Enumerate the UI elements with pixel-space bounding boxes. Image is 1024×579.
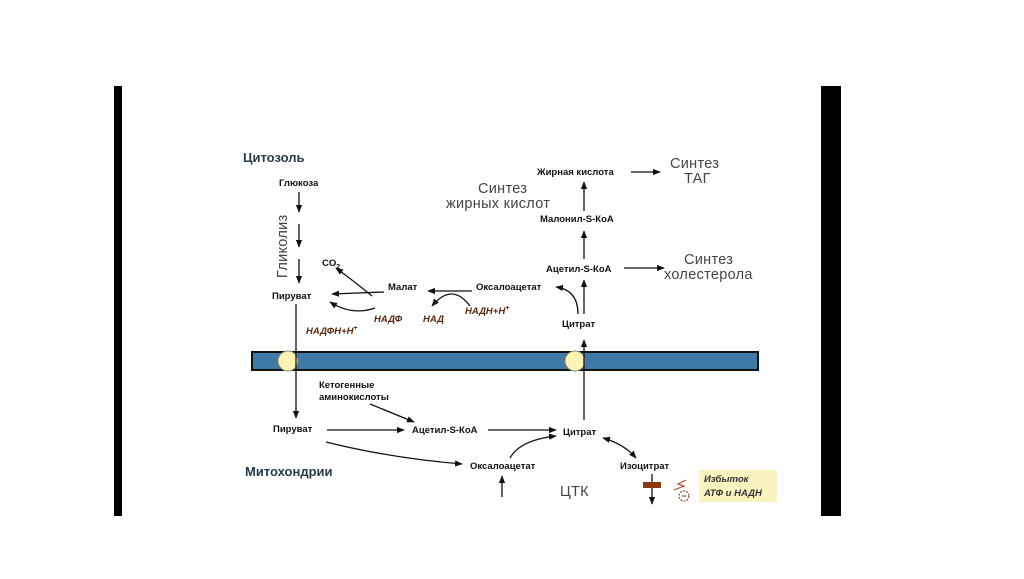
inhibition-minus: − bbox=[681, 491, 686, 501]
nadp-reduction-arrow bbox=[329, 301, 376, 312]
co2-release-arrow bbox=[335, 267, 373, 297]
citrate-mito-label: Цитрат bbox=[563, 427, 597, 438]
chol-synth-line2: холестерола bbox=[664, 267, 753, 283]
nad-label: НАД bbox=[423, 314, 444, 325]
oxaloacetate-to-citrate-arrow bbox=[509, 433, 557, 459]
excess-line2: АТФ и НАДН bbox=[703, 488, 763, 499]
left-frame-bar bbox=[114, 86, 122, 516]
citrate-to-oxaloacetate-arrow bbox=[555, 284, 579, 315]
chol-synth-line1: Синтез bbox=[684, 252, 733, 268]
malate-to-pyruvate-arrow bbox=[331, 290, 385, 297]
citrate-cyto-label: Цитрат bbox=[562, 319, 596, 330]
excess-box bbox=[699, 470, 777, 502]
inhibition-block bbox=[643, 482, 661, 488]
acetyl-coa-mito-label: Ацетил-S-КоА bbox=[412, 425, 478, 436]
nadh-oxidation-arrow bbox=[431, 293, 471, 307]
fa-synth-line2: жирных кислот bbox=[446, 196, 550, 212]
co2-label: CO2 bbox=[322, 258, 340, 271]
mitochondrial-membrane bbox=[251, 351, 759, 371]
right-frame-bar bbox=[821, 86, 841, 516]
inhibition-sign bbox=[678, 490, 690, 502]
citrate-isocitrate-arrow bbox=[602, 436, 637, 459]
nadh-label: НАДН+Н+ bbox=[465, 305, 509, 317]
cytosol-heading: Цитозоль bbox=[243, 150, 304, 165]
ketogenic-line1: Кетогенные bbox=[319, 380, 374, 391]
isocitrate-label: Изоцитрат bbox=[620, 461, 670, 472]
glycolysis-label: Гликолиз bbox=[275, 214, 291, 278]
fatty-acid-label: Жирная кислота bbox=[536, 167, 614, 178]
ketogenic-line2: аминокислоты bbox=[319, 392, 389, 403]
inhibition-zigzag bbox=[673, 479, 687, 491]
pyruvate-cyto-label: Пируват bbox=[272, 291, 312, 302]
malonyl-coa-label: Малонил-S-КоА bbox=[540, 214, 614, 225]
malate-label: Малат bbox=[388, 282, 418, 293]
excess-line1: Избыток bbox=[704, 474, 750, 485]
oxaloacetate-cyto-label: Оксалоацетат bbox=[476, 282, 542, 293]
nadp-label: НАДФ bbox=[374, 314, 403, 325]
pyruvate-mito-label: Пируват bbox=[273, 424, 313, 435]
pyruvate-to-oxaloacetate-arrow bbox=[325, 441, 463, 467]
glucose-label: Глюкоза bbox=[279, 178, 319, 189]
oxaloacetate-mito-label: Оксалоацетат bbox=[470, 461, 536, 472]
tag-synth-line2: ТАГ bbox=[684, 171, 711, 187]
mitochondria-heading: Митохондрии bbox=[245, 464, 333, 479]
ketogenic-to-acetylcoa-arrow bbox=[369, 403, 415, 423]
fa-synth-line1: Синтез bbox=[478, 181, 527, 197]
nadph-label: НАДФН+Н+ bbox=[306, 325, 358, 337]
tag-synth-line1: Синтез bbox=[670, 156, 719, 172]
pyruvate-transporter bbox=[277, 350, 299, 372]
tca-label: ЦТК bbox=[560, 484, 589, 500]
citrate-transporter bbox=[564, 350, 586, 372]
acetyl-coa-cyto-label: Ацетил-S-КоА bbox=[546, 264, 612, 275]
